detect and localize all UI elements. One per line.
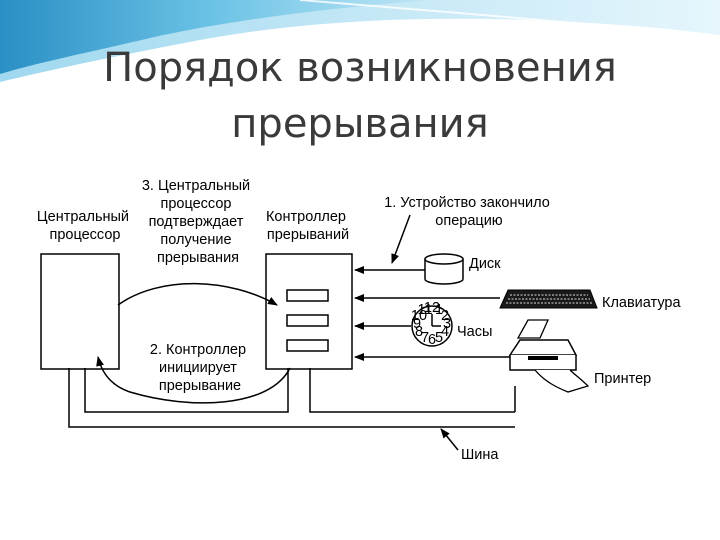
step-3-line-2: процессор [160,196,231,212]
clock-icon: 11 12 1 10 2 9 3 8 4 7 6 5 [411,300,453,348]
clock-number: 12 [424,300,440,316]
cpu-label-line-1: Центральный [37,209,129,225]
swoosh-line [299,0,720,39]
controller-label-line-1: Контроллер [266,209,346,225]
acknowledge-arrow [117,282,278,306]
step-3-line-5: прерывания [157,250,239,266]
controller-slot [286,289,329,302]
disk-icon [424,253,464,285]
controller-label-line-2: прерываний [267,227,349,243]
step-2-text: 2. Контроллер инициирует прерывание [150,342,250,394]
clock-number: 6 [428,332,436,348]
bus-label: Шина [461,447,499,463]
clock-number: 7 [421,330,429,346]
clock-number: 11 [417,302,432,318]
clock-number: 2 [441,308,449,324]
step-3-line-4: получение [160,232,231,248]
printer-icon [508,319,590,393]
clock-number: 8 [415,324,423,340]
clock-number: 9 [413,316,421,332]
cpu-label-line-2: процессор [50,227,121,243]
bus-arrow [440,428,459,451]
controller-slot [286,339,329,352]
step-1-line-2: операцию [435,213,503,229]
swoosh-front [0,0,430,74]
step-3-text: 3. Центральный процессор подтверждает по… [142,178,254,266]
step-3-line-1: 3. Центральный [142,178,250,194]
step-1-text: 1. Устройство закончило операцию [384,195,554,229]
disk-label: Диск [469,256,501,272]
keyboard-label: Клавиатура [602,295,681,311]
clock-number: 3 [443,316,451,332]
controller-label: Контроллер прерываний [266,209,350,243]
slide-title-line-2: прерывания [231,101,489,147]
cpu-box [40,253,120,370]
bus [68,368,516,428]
slide-title: Порядок возникновения прерывания [0,40,720,152]
initiate-arrow [96,356,291,404]
step-2-line-2: инициирует [159,360,237,376]
step-1-line-1: 1. Устройство закончило [384,195,550,211]
header-decoration [0,0,720,82]
cpu-label: Центральный процессор [37,209,133,243]
step-2-line-1: 2. Контроллер [150,342,246,358]
clock-number: 4 [441,324,449,340]
clock-number: 1 [435,302,443,318]
step-2-line-3: прерывание [159,378,241,394]
clock-number: 5 [435,330,443,346]
step-1-arrow [391,214,411,264]
step-3-line-3: подтверждает [149,214,244,230]
printer-label: Принтер [594,371,651,387]
keyboard-icon [499,289,598,309]
clock-label: Часы [457,324,492,340]
controller-slot [286,314,329,327]
interrupt-diagram: Центральный процессор Контроллер прерыва… [37,178,682,463]
clock-number: 10 [411,308,427,324]
slide-title-line-1: Порядок возникновения [103,45,617,91]
